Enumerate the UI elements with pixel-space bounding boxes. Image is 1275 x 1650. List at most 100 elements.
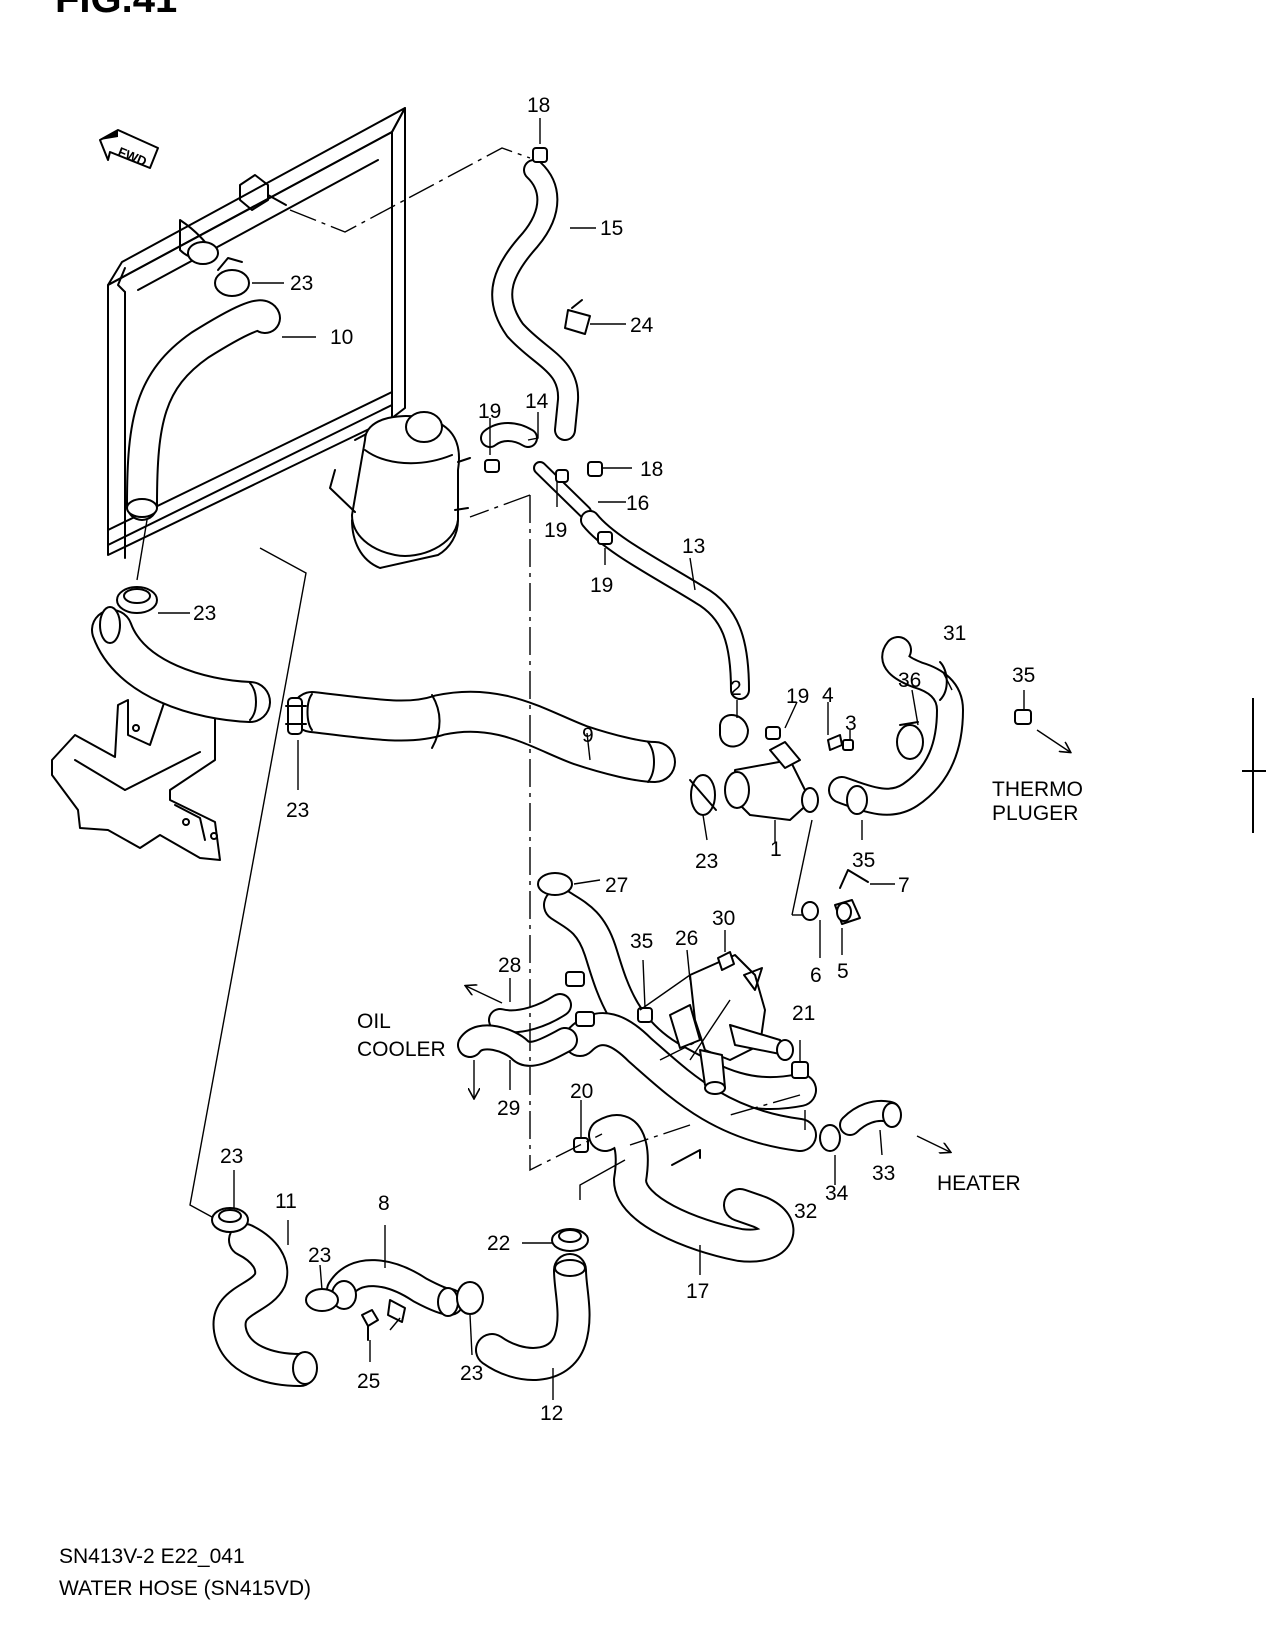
- mounting-bracket: [51, 697, 221, 861]
- callout-19-d: 19: [786, 685, 809, 708]
- clamp-35-housing: [846, 785, 868, 815]
- clamp-18-lower: [587, 461, 603, 477]
- fwd-direction-badge: FWD: [99, 129, 159, 169]
- callout-25: 25: [357, 1370, 380, 1393]
- callout-4: 4: [822, 684, 834, 707]
- water-outlet-26: [669, 954, 794, 1095]
- callout-18-top: 18: [527, 94, 550, 117]
- thermostat-housing: [724, 741, 819, 821]
- bolt-4: [827, 734, 843, 751]
- direction-arrows: [466, 729, 1070, 1152]
- clamp-21: [791, 1061, 809, 1079]
- reservoir-tank: [329, 411, 471, 569]
- clamp-29-lower: [575, 1011, 595, 1027]
- callout-28: 28: [498, 954, 521, 977]
- bolt-25: [361, 1309, 379, 1341]
- callout-numbers: 1 2 3 4 5 6 7 8 9 10 11 12 13 14 15 16 1…: [193, 94, 1035, 1425]
- clamp-2: [719, 714, 749, 748]
- callout-leaders: [158, 118, 1025, 1400]
- o-ring-6: [801, 901, 819, 921]
- callout-19-b: 19: [544, 519, 567, 542]
- clamp-19-c: [597, 531, 613, 545]
- callout-23-hose11: 23: [220, 1145, 243, 1168]
- note-oil-line1: OIL: [357, 1010, 391, 1033]
- clamp-23-hose11: [211, 1207, 249, 1233]
- callout-23-thermostat: 23: [695, 850, 718, 873]
- clamp-18-top: [532, 147, 548, 163]
- pipe-8: [326, 1259, 464, 1323]
- centerlines: [289, 147, 801, 1172]
- callout-14: 14: [525, 390, 549, 413]
- hose-32: [543, 888, 817, 1152]
- clamp-23-thermostat: [689, 774, 717, 816]
- callout-5: 5: [837, 960, 849, 983]
- callout-29: 29: [497, 1097, 520, 1120]
- reference-lines: [136, 519, 813, 1331]
- clamp-set: [116, 147, 1032, 1341]
- page-edge-mark: [1252, 698, 1254, 833]
- callout-3: 3: [845, 712, 857, 735]
- bolt-3: [842, 739, 854, 751]
- note-thermo-line1: THERMO: [992, 778, 1083, 801]
- hose-31: [828, 636, 964, 816]
- callout-15: 15: [600, 217, 623, 240]
- clamp-23-hose9: [285, 697, 307, 735]
- clamp-19-a: [484, 459, 500, 473]
- hose-15: [491, 159, 580, 441]
- hose-17: [588, 1114, 795, 1263]
- callout-10: 10: [330, 326, 353, 349]
- callout-6: 6: [810, 964, 822, 987]
- clamp-23-radiator-top: [214, 257, 250, 297]
- callout-20: 20: [570, 1080, 593, 1103]
- callout-1: 1: [770, 838, 782, 861]
- clamp-28-upper: [565, 971, 585, 987]
- callout-33: 33: [872, 1162, 895, 1185]
- callout-31: 31: [943, 622, 966, 645]
- hose-11: [212, 1223, 318, 1387]
- callout-26: 26: [675, 927, 698, 950]
- hose-13: [580, 510, 750, 700]
- footer-code: SN413V-2 E22_041: [59, 1545, 245, 1568]
- callout-35-outlet: 35: [630, 930, 653, 953]
- callout-19-a: 19: [478, 400, 501, 423]
- hose-28-29-oil-cooler: [457, 993, 578, 1067]
- callout-30: 30: [712, 907, 735, 930]
- callout-23-radiator-top: 23: [290, 272, 313, 295]
- callout-35-housing: 35: [852, 849, 875, 872]
- radiator: [107, 107, 406, 559]
- callout-23-hose9: 23: [286, 799, 309, 822]
- flow-notes: THERMO PLUGER OIL COOLER HEATER: [357, 778, 1083, 1195]
- bolt-30: [717, 951, 735, 971]
- callout-18-lower: 18: [640, 458, 663, 481]
- clamp-19-b: [555, 469, 569, 483]
- hose-9-lower-radiator: [91, 606, 676, 783]
- callout-2: 2: [730, 677, 742, 700]
- pipe-16: [533, 461, 592, 519]
- clamp-24: [564, 299, 591, 335]
- o-ring-27: [537, 872, 573, 896]
- callout-34: 34: [825, 1182, 849, 1205]
- clamp-23-pipe8-left: [305, 1288, 339, 1312]
- note-heater: HEATER: [937, 1172, 1021, 1195]
- callout-16: 16: [626, 492, 649, 515]
- note-thermo-line2: PLUGER: [992, 802, 1078, 825]
- callout-32: 32: [794, 1200, 817, 1223]
- callout-21: 21: [792, 1002, 815, 1025]
- clamp-22: [551, 1228, 589, 1252]
- callout-13: 13: [682, 535, 705, 558]
- hose-12: [475, 1253, 591, 1381]
- hose-10: [126, 299, 281, 521]
- callout-24: 24: [630, 314, 654, 337]
- callout-11: 11: [275, 1190, 297, 1213]
- clamp-35-thermo: [1014, 709, 1032, 725]
- note-oil-line2: COOLER: [357, 1038, 446, 1061]
- callout-22: 22: [487, 1232, 510, 1255]
- clamp-23-pipe8-right: [456, 1281, 484, 1315]
- page-edge-tick: [1242, 770, 1266, 772]
- figure-label: FIG.41: [55, 0, 177, 21]
- callout-12: 12: [540, 1402, 563, 1425]
- hose-14: [480, 422, 538, 448]
- hose-33: [839, 1099, 902, 1136]
- sensor-5: [834, 899, 861, 925]
